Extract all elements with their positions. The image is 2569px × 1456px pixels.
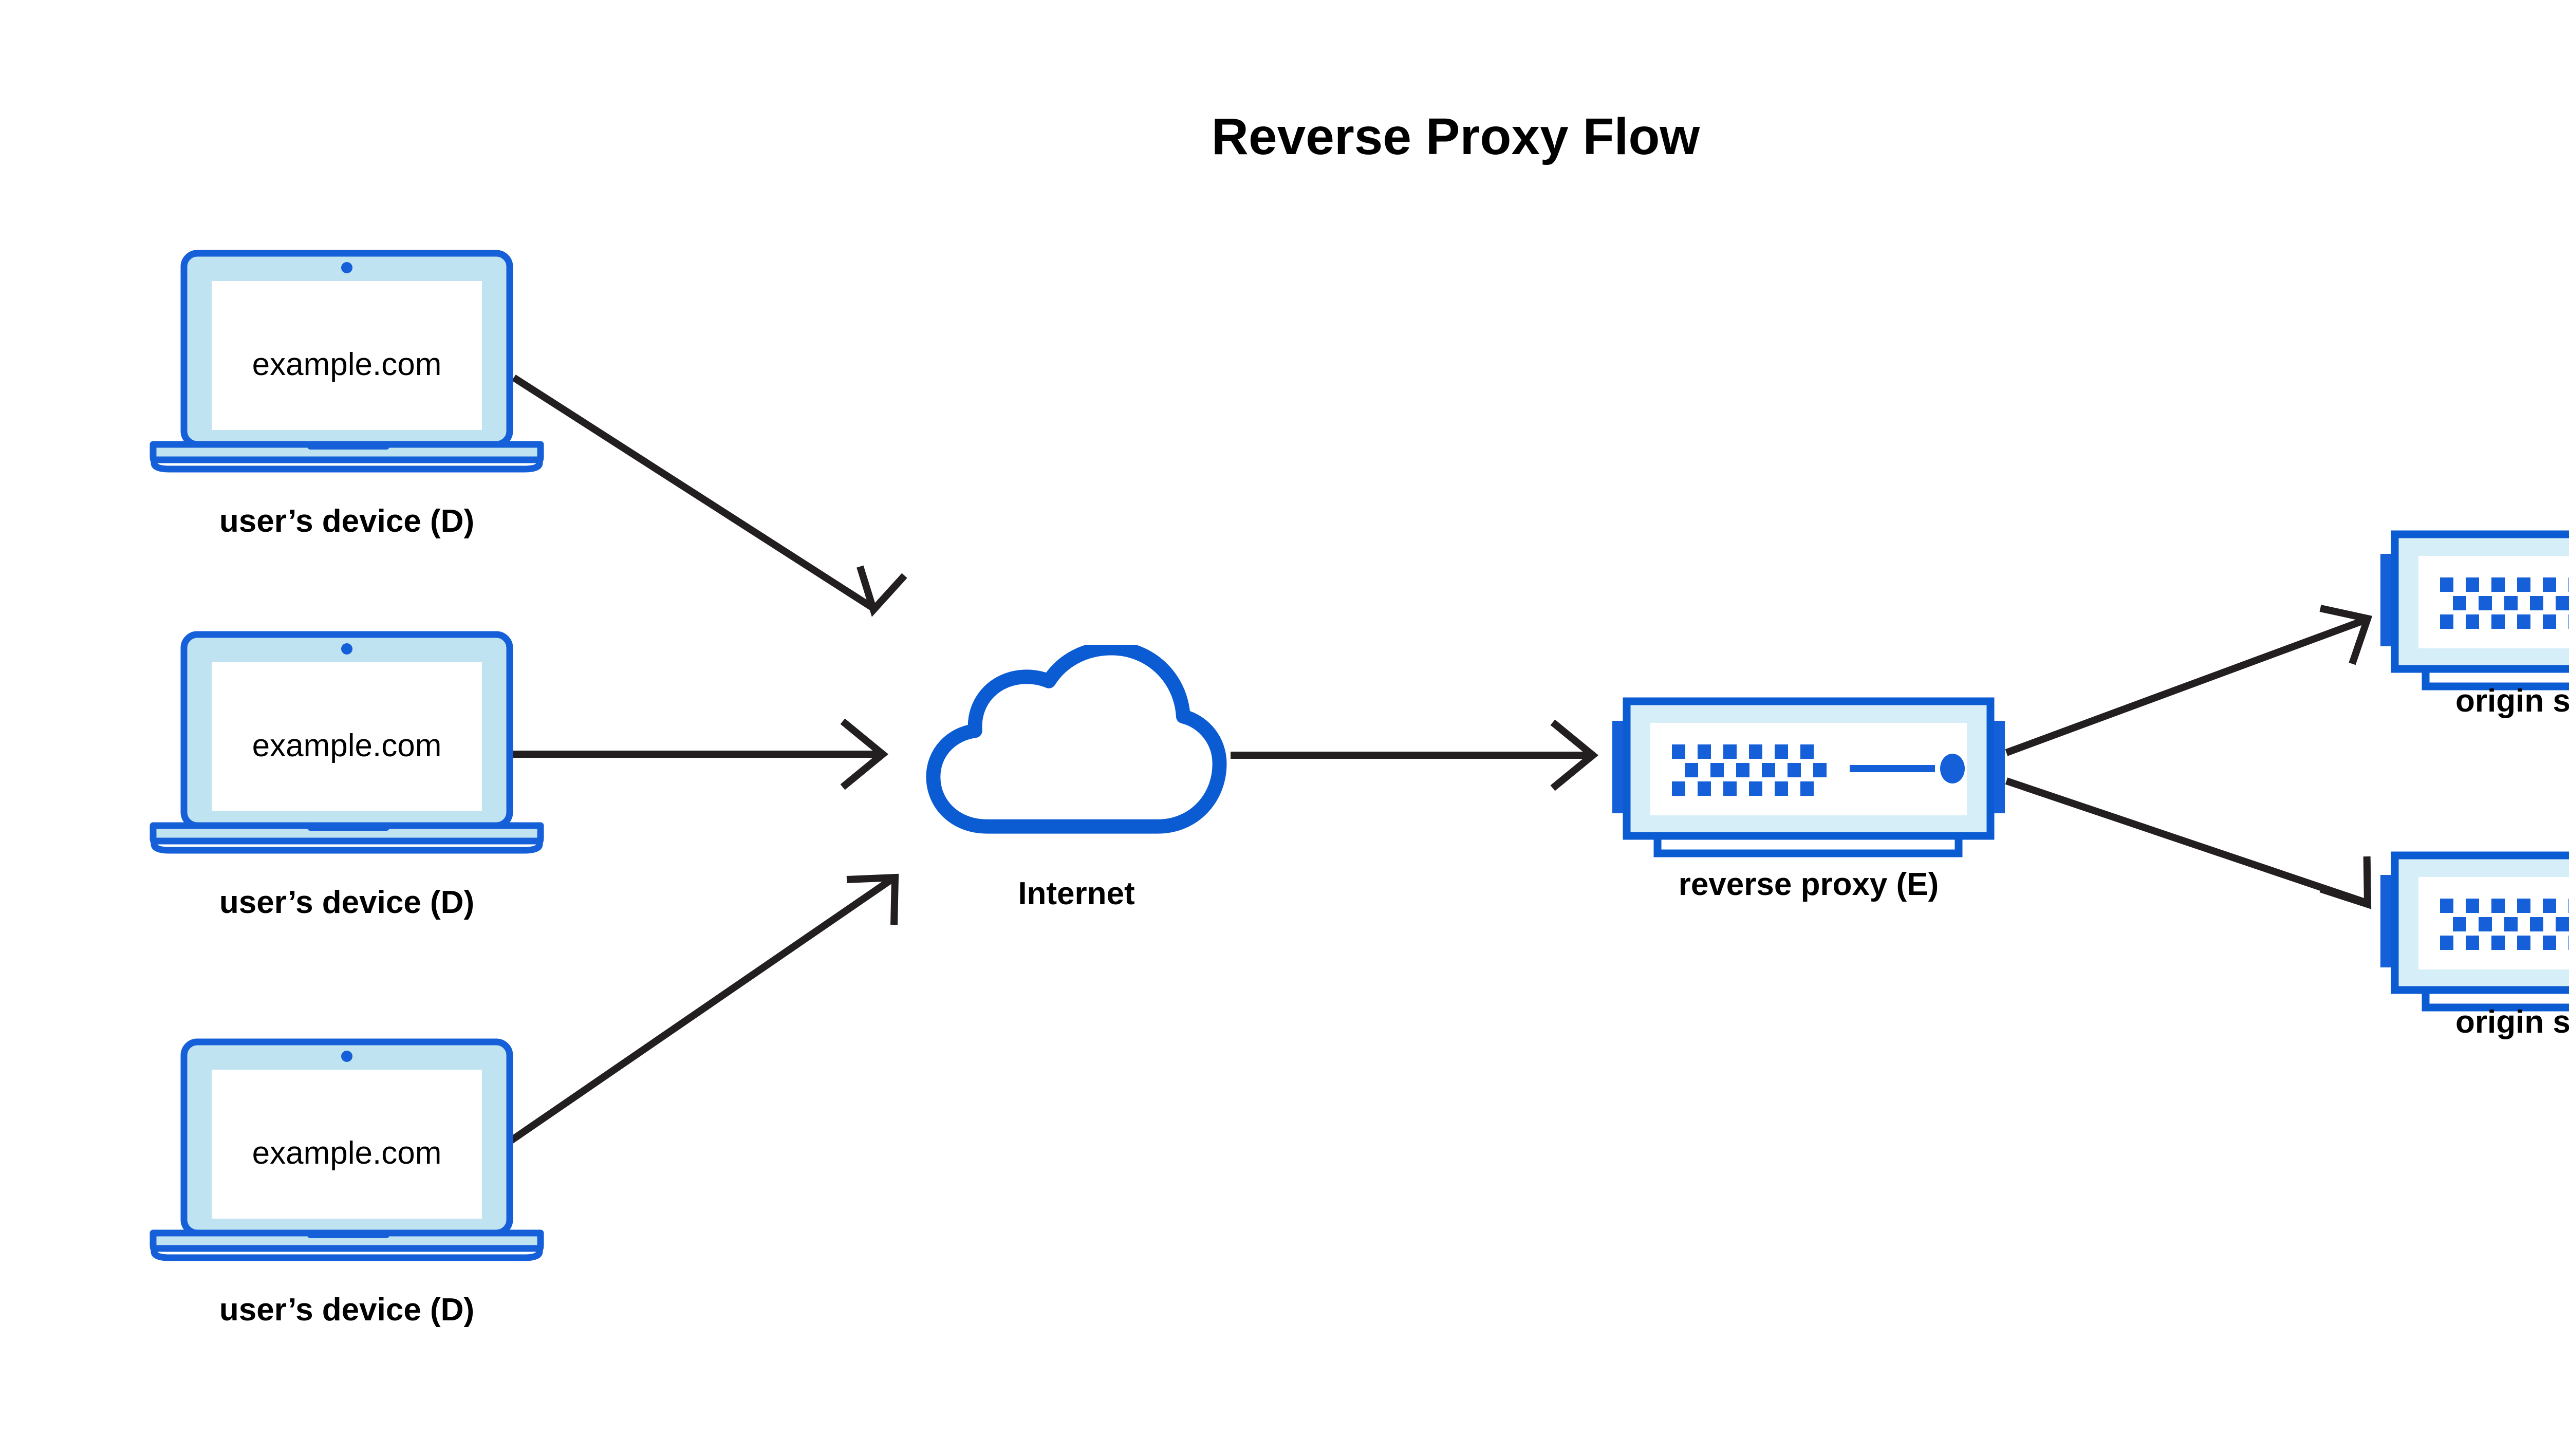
- edge-internet-proxy: [1231, 719, 1599, 791]
- arrow-icon: [2319, 605, 2373, 665]
- arrow-icon: [857, 565, 907, 617]
- node-origin-1[interactable]: origin server (F): [2380, 534, 2569, 719]
- node-origin-2[interactable]: origin server (F): [2380, 855, 2569, 1040]
- edge-client2-internet: [509, 718, 889, 790]
- node-client-3[interactable]: example.com user’s device (D): [153, 1042, 541, 1328]
- laptop-screen-text: example.com: [252, 347, 442, 382]
- edge-layer: [501, 375, 2373, 1149]
- server-icon: [2380, 534, 2569, 686]
- node-label-origin-1: origin server (F): [2455, 683, 2569, 719]
- edge-proxy-origin2: [2005, 777, 2372, 909]
- arrow-icon: [846, 873, 899, 925]
- page-title: Reverse Proxy Flow: [1212, 108, 1700, 165]
- edge-proxy-origin1: [2005, 605, 2373, 756]
- node-label-client-2: user’s device (D): [219, 885, 474, 920]
- node-label-client-3: user’s device (D): [219, 1292, 474, 1328]
- cloud-icon: [933, 648, 1219, 827]
- node-label-reverse-proxy: reverse proxy (E): [1679, 867, 1939, 902]
- server-icon: [2380, 855, 2569, 1007]
- arrow-icon: [840, 718, 889, 790]
- node-label-internet: Internet: [1018, 876, 1134, 911]
- edge-client1-internet: [512, 375, 907, 617]
- laptop-screen-text: example.com: [252, 728, 442, 763]
- node-internet[interactable]: Internet: [933, 648, 1219, 911]
- node-label-origin-2: origin server (F): [2455, 1004, 2569, 1040]
- node-client-2[interactable]: example.com user’s device (D): [153, 634, 541, 920]
- node-label-client-1: user’s device (D): [219, 503, 474, 539]
- server-icon: [1612, 701, 2005, 853]
- arrow-icon: [2319, 856, 2372, 909]
- arrow-icon: [1550, 719, 1599, 791]
- node-client-1[interactable]: example.com user’s device (D): [153, 253, 541, 539]
- edge-client3-internet: [501, 873, 899, 1149]
- laptop-screen-text: example.com: [252, 1135, 442, 1171]
- node-reverse-proxy[interactable]: reverse proxy (E): [1612, 701, 2005, 902]
